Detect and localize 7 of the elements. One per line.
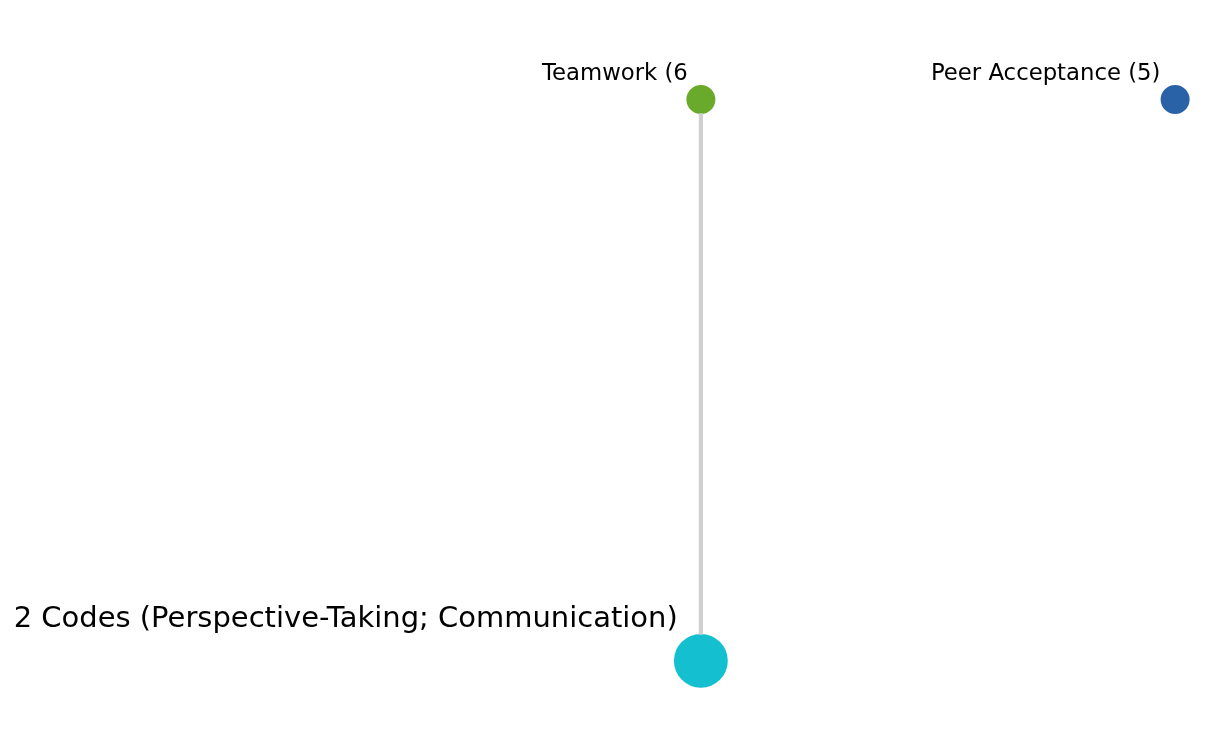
- node-circle: [686, 84, 716, 114]
- connector: [698, 112, 703, 635]
- node-label: Teamwork (6: [541, 58, 688, 85]
- node-label: Peer Acceptance (5): [930, 58, 1161, 85]
- node-label: 2 Codes (Perspective-Taking; Communication): [13, 599, 678, 634]
- node-circle: [1160, 84, 1190, 114]
- node-circle: [673, 633, 728, 688]
